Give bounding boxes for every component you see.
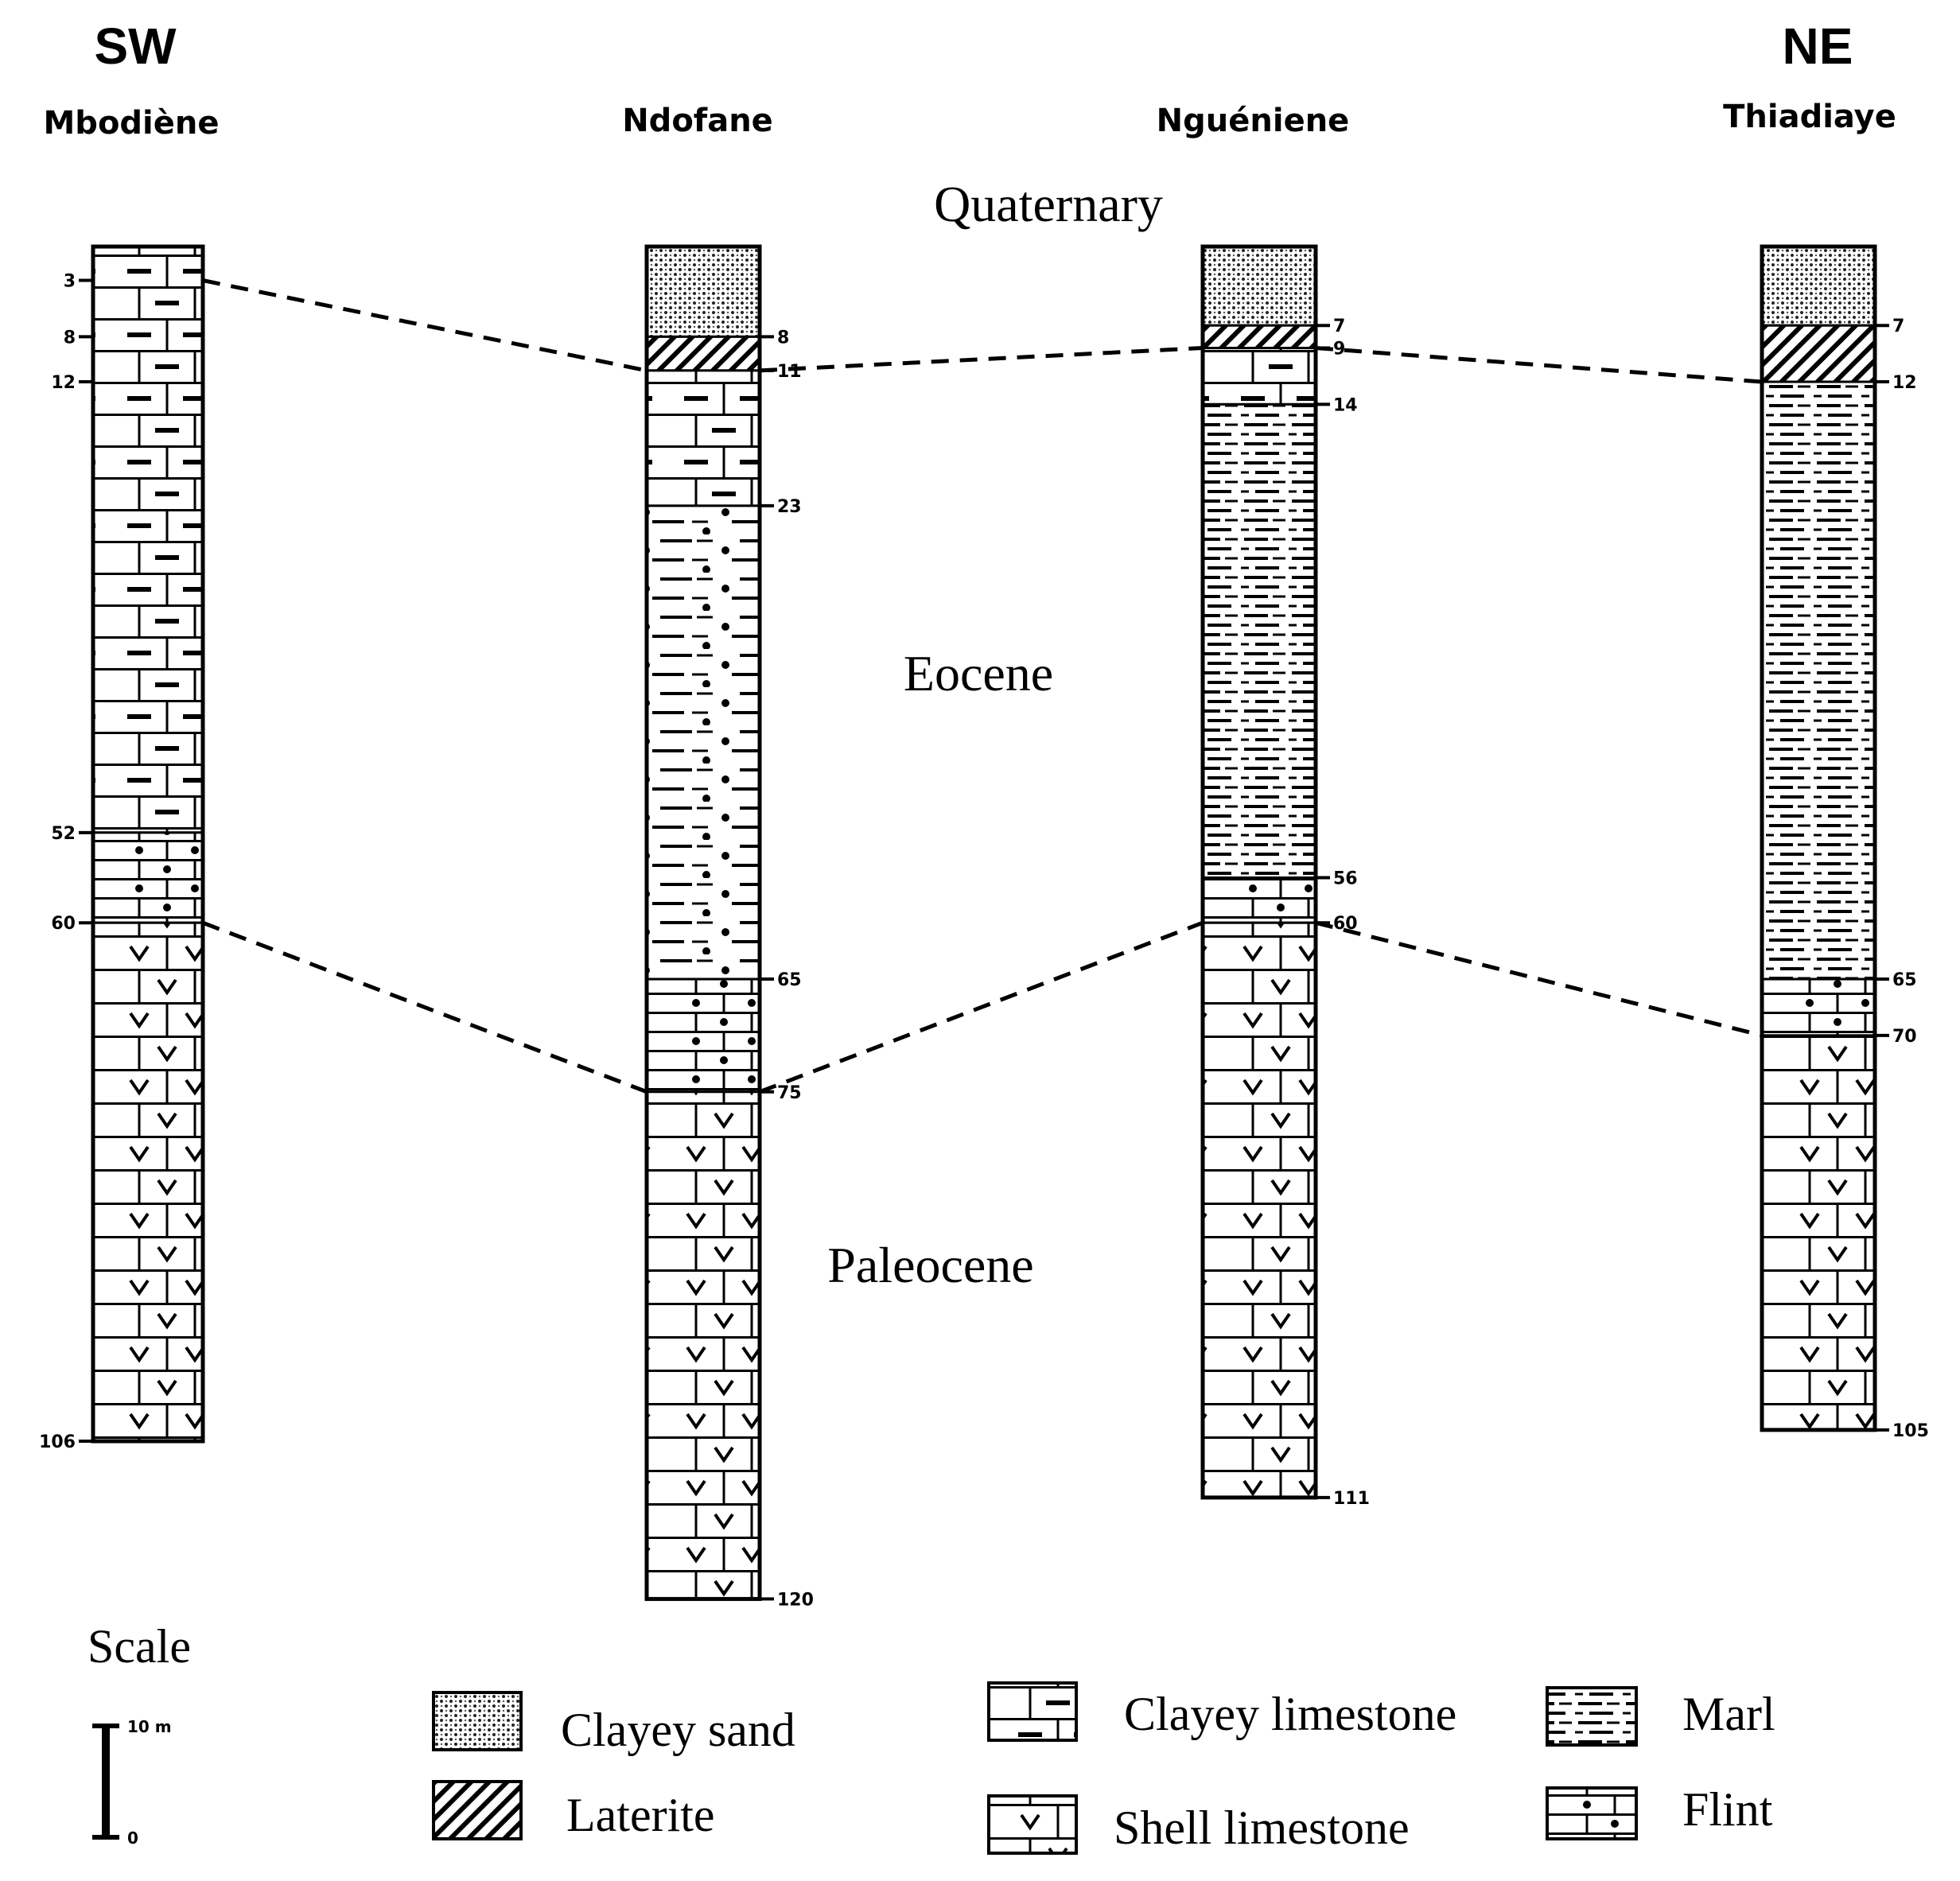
well-column-0: 3 8 12 52 60 106 — [39, 244, 205, 1452]
column-border — [1760, 244, 1877, 1432]
legend-swatch-flint — [1546, 1786, 1638, 1840]
epoch-label-eocene: Eocene — [904, 645, 1053, 701]
correlation-line-base — [759, 920, 1204, 1094]
legend-label-flint: Flint — [1682, 1783, 1773, 1836]
well-column-1: 8 11 23 65 75 120 — [644, 244, 814, 1610]
direction-sw: SW — [94, 17, 177, 75]
legend-label-clayey-limestone: Clayey limestone — [1124, 1688, 1456, 1740]
depth-label: 65 — [1892, 970, 1917, 990]
depth-label: 11 — [777, 362, 802, 382]
column-border — [91, 244, 205, 1444]
layer-shell-limestone — [645, 1090, 761, 1600]
layer-shell-limestone — [91, 921, 204, 1443]
well-columns: 3812526010681123657512079145660111712657… — [39, 244, 1929, 1610]
epoch-label-quaternary: Quaternary — [934, 176, 1163, 232]
layer-clayey-sand — [1201, 245, 1317, 327]
layer-flint — [1201, 876, 1317, 924]
layer-clayey-sand — [1760, 245, 1876, 327]
depth-label: 60 — [51, 914, 76, 934]
direction-ne: NE — [1783, 17, 1853, 75]
legend-swatch-shell-limestone — [987, 1794, 1078, 1855]
legend-swatch-laterite — [432, 1780, 523, 1840]
layer-clayey-limestone — [91, 245, 204, 834]
depth-label: 60 — [1333, 914, 1358, 934]
layer-laterite — [1201, 324, 1317, 350]
layer-shell-limestone — [1760, 1034, 1876, 1432]
scale-bar: Scale 10 m 0 — [88, 1620, 191, 1848]
legend-label-clayey-sand: Clayey sand — [561, 1704, 795, 1756]
legend-swatch-clayey-limestone — [987, 1681, 1078, 1742]
layer-laterite — [645, 335, 761, 372]
correlation-lines — [202, 278, 1763, 1094]
depth-label: 12 — [1892, 373, 1917, 393]
column-border — [644, 244, 762, 1601]
depth-label: 106 — [39, 1432, 76, 1452]
column-border — [1200, 244, 1318, 1500]
layer-marl-flint — [645, 504, 761, 981]
depth-label: 120 — [777, 1590, 814, 1610]
depth-label: 3 — [64, 272, 76, 292]
layer-marl — [1760, 380, 1876, 981]
legend-swatch-clayey-sand — [432, 1691, 523, 1751]
layer-flint — [645, 977, 761, 1094]
epoch-label-paleocene: Paleocene — [827, 1237, 1033, 1293]
depth-label: 7 — [1333, 317, 1345, 336]
depth-label: 65 — [777, 970, 802, 990]
well-column-3: 7 12 65 70 105 — [1760, 244, 1929, 1441]
layer-flint — [91, 831, 204, 924]
correlation-line-top — [759, 346, 1204, 373]
scale-bottom-label: 0 — [127, 1829, 138, 1848]
correlation-line-top — [202, 278, 648, 373]
scale-top-label: 10 m — [127, 1717, 172, 1736]
scale-title: Scale — [88, 1620, 191, 1673]
depth-label: 14 — [1333, 395, 1358, 415]
legend-label-laterite: Laterite — [566, 1789, 715, 1841]
well-column-2: 7 9 14 56 60 111 — [1200, 244, 1370, 1509]
depth-label: 56 — [1333, 869, 1358, 889]
layer-clayey-limestone — [645, 369, 761, 507]
legend: Clayey sand Laterite Clayey limestone Sh… — [432, 1681, 1775, 1855]
layer-shell-limestone — [1201, 921, 1317, 1499]
depth-label: 111 — [1333, 1489, 1370, 1509]
well-name-mbodiene: Mbodiène — [44, 105, 220, 142]
depth-label: 9 — [1333, 340, 1345, 359]
depth-label: 8 — [64, 328, 76, 348]
well-name-ngueniene: Nguéniene — [1157, 103, 1350, 139]
correlation-line-top — [1315, 346, 1763, 384]
depth-label: 12 — [51, 373, 76, 393]
legend-label-shell-limestone: Shell limestone — [1114, 1801, 1410, 1854]
layer-marl — [1201, 402, 1317, 880]
layer-flint — [1760, 977, 1876, 1037]
depth-label: 7 — [1892, 317, 1904, 336]
layer-clayey-sand — [645, 245, 761, 338]
correlation-line-base — [1315, 920, 1763, 1038]
depth-label: 8 — [777, 328, 789, 348]
legend-swatch-marl — [1546, 1686, 1638, 1747]
layer-clayey-limestone — [1201, 347, 1317, 406]
depth-label: 70 — [1892, 1027, 1917, 1047]
depth-label: 105 — [1892, 1421, 1929, 1441]
layer-laterite — [1760, 324, 1876, 383]
well-name-ndofane: Ndofane — [622, 103, 773, 139]
depth-label: 23 — [777, 497, 802, 517]
depth-label: 52 — [51, 824, 76, 844]
correlation-line-base — [202, 920, 648, 1094]
well-name-thiadiaye: Thiadiaye — [1723, 99, 1896, 135]
legend-label-marl: Marl — [1682, 1688, 1775, 1740]
depth-label: 75 — [777, 1083, 802, 1103]
